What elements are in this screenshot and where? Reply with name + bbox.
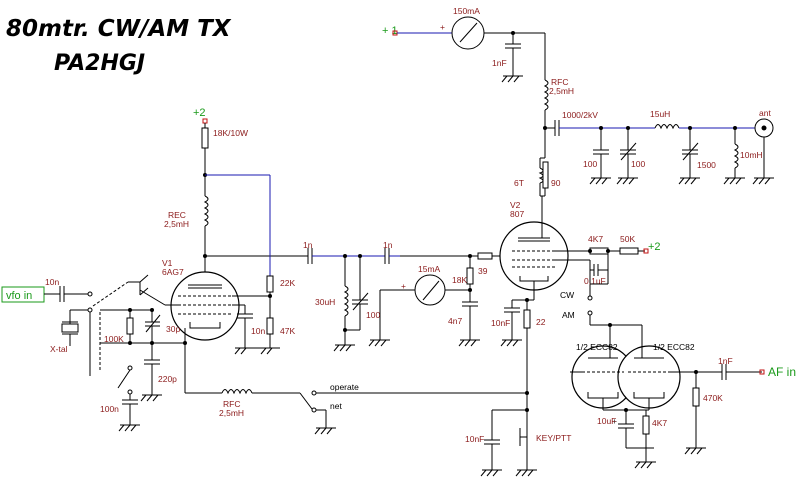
cap-10nf-key-label: 10nF (465, 434, 484, 444)
key-ptt-label: KEY/PTT (536, 433, 571, 443)
xtal-label: X-tal (50, 344, 68, 354)
svg-text:+: + (612, 416, 617, 426)
rfc-top: RFC 2,5mH (543, 77, 574, 158)
v2-input-network: 39 18K 4n7 15mA + 10nF (368, 252, 546, 450)
res-90-label: 90 (551, 178, 561, 188)
ind-30uh-label: 30uH (315, 297, 335, 307)
intermediate-tank: 1n 1n 30uH 100 (205, 240, 400, 352)
switch-net-label: net (330, 401, 342, 411)
svg-text:+: + (440, 22, 445, 32)
v1-plate-supply: +2 18K/10W REC 2,5mH (164, 107, 271, 282)
diagram-subtitle: PA2HGJ (54, 51, 145, 76)
res-18k-label: 18K (452, 275, 467, 285)
res-39-label: 39 (478, 266, 488, 276)
rfc-mid-value: 2,5mH (164, 219, 189, 229)
meter-15ma-label: 15mA (418, 264, 441, 274)
modulator-ecc82: 1/2 ECC82 1/2 ECC82 + 10uF 4K7 470K (570, 323, 796, 469)
screen-network: 4K7 50K +2 0,1uF CW AM (560, 234, 661, 326)
switch-cw-label: CW (560, 290, 574, 300)
cap-1n-a-label: 1n (303, 240, 313, 250)
cap-1500-label: 1500 (697, 160, 716, 170)
res-470k-label: 470K (703, 393, 723, 403)
cap-100a-label: 100 (583, 159, 597, 169)
supply-1-section: + 1 + 150mA 1nF (382, 6, 546, 83)
cap-100b-label: 100 (631, 159, 645, 169)
meter-15ma (414, 274, 446, 306)
cap-100c-label: 100 (366, 310, 380, 320)
cap-1nf-top-label: 1nF (492, 58, 507, 68)
rfc-top-label: RFC (551, 77, 568, 87)
coil-6t-label: 6T (514, 178, 524, 188)
cap-1000-label: 1000/2kV (562, 110, 598, 120)
switch-operate-label: operate (330, 382, 359, 392)
res-22-label: 22 (536, 317, 546, 327)
v2-name-label: V2 (510, 200, 521, 210)
cathode-keying-line: RFC 2,5mH operate net (183, 340, 527, 435)
rfc-bot-value: 2,5mH (219, 408, 244, 418)
cap-220p-label: 220p (158, 374, 177, 384)
cap-1nf-af-label: 1nF (718, 356, 733, 366)
cap-10nf-v2-label: 10nF (491, 318, 510, 328)
res-22k-label: 22K (280, 278, 295, 288)
res-4k7-cathode-label: 4K7 (652, 418, 667, 428)
key-section: 10nF KEY/PTT (465, 408, 571, 477)
tube-v2-807: V2 807 (499, 200, 590, 291)
cap-30p-label: 30p (166, 324, 180, 334)
cap-10uf-label: 10uF (597, 416, 616, 426)
input-section: vfo in 10n X-tal 100K 30 (1, 274, 185, 432)
cap-4n7-label: 4n7 (448, 316, 462, 326)
pi-network: 1000/2kV 15uH 100 100 (545, 108, 774, 185)
res-18k10w-label: 18K/10W (213, 128, 248, 138)
switch-am-label: AM (562, 310, 575, 320)
v2-type-label: 807 (510, 209, 524, 219)
res-47k-label: 47K (280, 326, 295, 336)
meter-150ma-label: 150mA (453, 6, 480, 16)
diagram-title: 80mtr. CW/AM TX (6, 16, 232, 42)
ecc82-right-label: 1/2 ECC82 (653, 342, 695, 352)
cap-10n-in-label: 10n (45, 277, 59, 287)
parasitic-suppressor: 6T 90 (514, 157, 561, 220)
cap-01uf-label: 0,1uF (584, 276, 606, 286)
res-4k7-label: 4K7 (588, 234, 603, 244)
tube-v1-6ag7: V1 6AG7 (162, 258, 270, 341)
vfo-in-label: vfo in (6, 290, 32, 302)
supply-plus1-label: + 1 (382, 25, 398, 37)
cap-1n-b-label: 1n (383, 240, 393, 250)
v1-screen-network: 22K 47K 10n (234, 275, 295, 355)
rfc-bot-label: RFC (223, 399, 240, 409)
supply-plus2-right: +2 (648, 241, 661, 253)
svg-text:+: + (401, 281, 406, 291)
ind-10mh-label: 10mH (740, 150, 763, 160)
rfc-mid-label: REC (168, 210, 186, 220)
v1-name-label: V1 (162, 258, 173, 268)
res-50k-label: 50K (620, 234, 635, 244)
rfc-top-value: 2,5mH (549, 86, 574, 96)
cap-100n-label: 100n (100, 404, 119, 414)
antenna-label: ant (759, 108, 771, 118)
supply-plus2-top: +2 (193, 107, 206, 119)
ecc82-left-label: 1/2 ECC82 (576, 342, 618, 352)
v1-type-label: 6AG7 (162, 267, 184, 277)
cap-10n-v1-label: 10n (251, 326, 265, 336)
res-100k-label: 100K (104, 334, 124, 344)
af-in-label: AF in (768, 365, 796, 379)
ind-15uh-label: 15uH (650, 109, 670, 119)
